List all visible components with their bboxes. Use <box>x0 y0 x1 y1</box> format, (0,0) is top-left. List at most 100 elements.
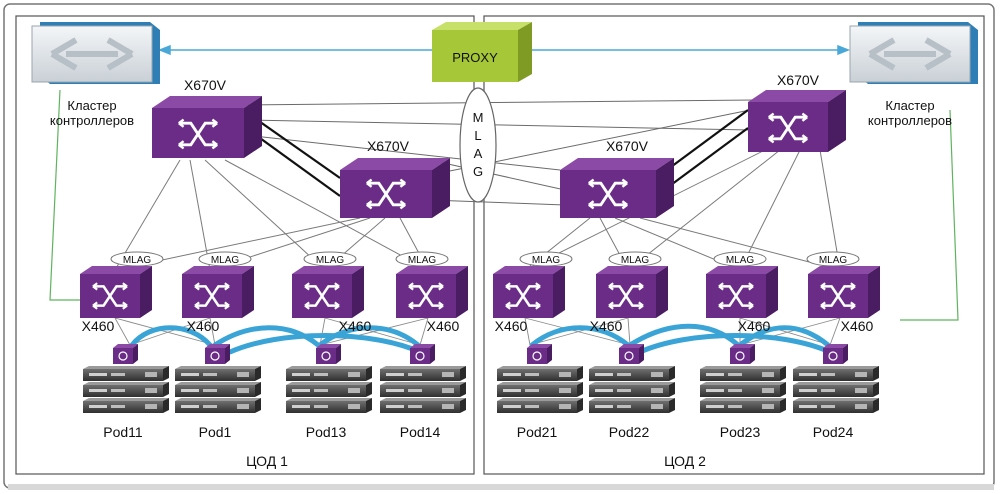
pod-5 <box>497 344 583 413</box>
access-label-1: X460 <box>82 318 115 334</box>
mlag-label-5: MLAG <box>532 255 561 266</box>
core-switch-3-label: X670V <box>606 138 649 154</box>
access-switch-8 <box>808 266 880 318</box>
pod-8 <box>793 344 879 413</box>
proxy-label: PROXY <box>452 50 498 65</box>
pod-interconnect-links <box>129 323 833 355</box>
server-unit <box>497 398 583 413</box>
datacenter-2-label: ЦОД 2 <box>664 453 706 469</box>
server-unit <box>589 366 675 381</box>
core-switch-1-label: X670V <box>184 77 227 93</box>
server-unit <box>175 398 261 413</box>
mlag-label-4: MLAG <box>408 255 437 266</box>
core-switch-2: X670V <box>340 138 450 218</box>
mlag-label-7: MLAG <box>726 255 755 266</box>
pod-label-7: Pod23 <box>720 424 761 440</box>
controller-right-label-2: контроллеров <box>868 113 952 128</box>
datacenter-1-label: ЦОД 1 <box>246 453 288 469</box>
server-unit <box>380 382 466 397</box>
controller-left-label-2: контроллеров <box>50 113 134 128</box>
server-unit <box>83 398 169 413</box>
server-unit <box>380 366 466 381</box>
access-label-8: X460 <box>841 318 874 334</box>
access-label-7: X460 <box>738 318 771 334</box>
access-label-4: X460 <box>427 318 460 334</box>
core-switch-3: X670V <box>560 138 674 218</box>
mlag-ellipses <box>110 251 860 267</box>
server-unit <box>175 382 261 397</box>
server-unit <box>175 366 261 381</box>
server-unit <box>380 398 466 413</box>
server-unit <box>286 366 372 381</box>
access-label-2: X460 <box>187 318 220 334</box>
pod-switch-icon <box>730 344 755 364</box>
server-unit <box>793 382 879 397</box>
pod-switch-icon <box>205 344 230 364</box>
pod-label-1: Pod11 <box>103 424 143 440</box>
pod-switch-icon <box>113 344 138 364</box>
access-label-3: X460 <box>339 318 372 334</box>
controller-left-label-1: Кластер <box>67 98 116 113</box>
access-switch-3 <box>292 266 364 318</box>
access-switch-6 <box>596 266 668 318</box>
proxy-node: PROXY <box>432 22 532 82</box>
center-mlag-letter-1: M <box>473 110 484 125</box>
core-switch-2-label: X670V <box>367 138 410 154</box>
server-unit <box>793 398 879 413</box>
outer-frame-shadow <box>8 484 994 490</box>
server-unit <box>793 366 879 381</box>
pod-switch-icon <box>527 344 552 364</box>
mlag-label-6: MLAG <box>621 255 650 266</box>
core-switch-4-label: X670V <box>777 72 820 88</box>
pod-label-6: Pod22 <box>609 424 650 440</box>
access-switch-labels: X460 X460 X460 X460 X460 X460 X460 X460 <box>82 318 874 334</box>
server-unit <box>497 382 583 397</box>
access-switch-1 <box>80 266 152 318</box>
pod-label-2: Pod1 <box>199 424 232 440</box>
core-switch-4: X670V <box>748 72 846 152</box>
access-switch-4 <box>396 266 468 318</box>
pod-switch-icon <box>316 344 341 364</box>
server-unit <box>589 398 675 413</box>
center-mlag-letter-4: G <box>473 164 483 179</box>
pod-1 <box>83 344 169 413</box>
pod-label-4: Pod14 <box>400 424 441 440</box>
datacenter-1-panel <box>15 15 475 475</box>
controller-cluster-left: Кластер контроллеров <box>31 22 160 128</box>
access-label-6: X460 <box>590 318 623 334</box>
mlag-label-2: MLAG <box>211 255 240 266</box>
server-unit <box>83 366 169 381</box>
server-unit <box>83 382 169 397</box>
controller-cluster-right: Кластер контроллеров <box>849 22 978 128</box>
mlag-label-1: MLAG <box>123 255 152 266</box>
access-switches <box>80 266 880 318</box>
access-switch-7 <box>706 266 778 318</box>
mlag-label-3: MLAG <box>316 255 345 266</box>
pod-7 <box>700 344 786 413</box>
server-unit <box>700 366 786 381</box>
pod-4 <box>380 344 466 413</box>
server-unit <box>286 382 372 397</box>
center-mlag-letter-3: A <box>474 146 483 161</box>
access-switch-5 <box>493 266 565 318</box>
center-mlag-letter-2: L <box>474 128 481 143</box>
pod-switch-icon <box>619 344 644 364</box>
pods <box>83 344 879 413</box>
mlag-label-8: MLAG <box>819 255 848 266</box>
pod-labels: Pod11 Pod1 Pod13 Pod14 Pod21 Pod22 Pod23… <box>103 424 853 440</box>
proxy-links <box>157 44 851 56</box>
server-unit <box>286 398 372 413</box>
server-unit <box>589 382 675 397</box>
controller-right-label-1: Кластер <box>885 98 934 113</box>
server-unit <box>700 398 786 413</box>
pod-3 <box>286 344 372 413</box>
server-unit <box>700 382 786 397</box>
pod-label-5: Pod21 <box>517 424 558 440</box>
pod-label-8: Pod24 <box>813 424 854 440</box>
access-switch-2 <box>182 266 254 318</box>
center-mlag: M L A G <box>459 87 497 203</box>
server-unit <box>497 366 583 381</box>
pod-switch-icon <box>410 344 435 364</box>
pod-2 <box>175 344 261 413</box>
